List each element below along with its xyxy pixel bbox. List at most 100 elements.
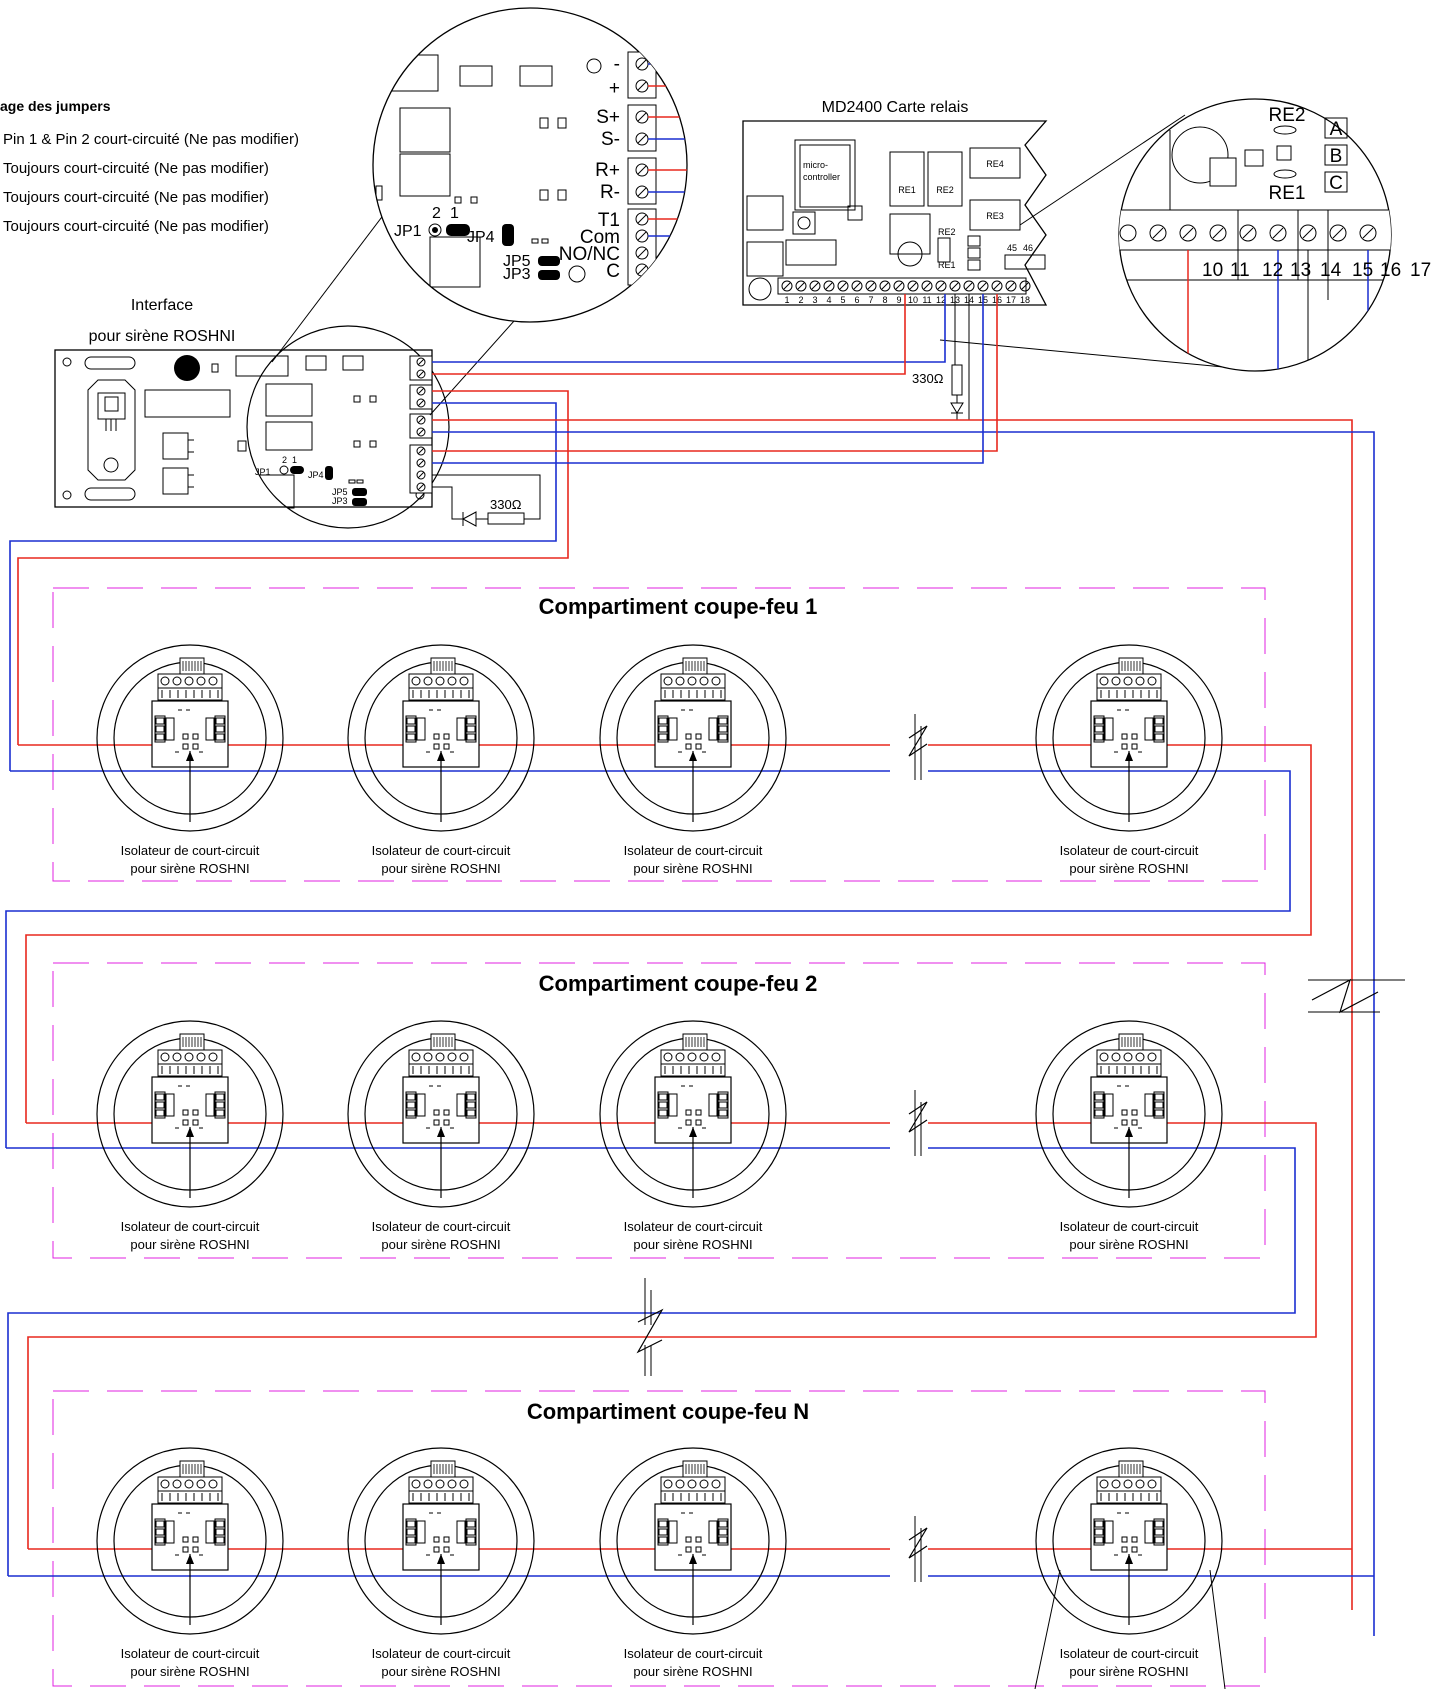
isolator-caption-line2: pour sirène ROSHNI: [633, 1237, 752, 1252]
jumper-legend-title: age des jumpers: [0, 98, 111, 114]
isolator-module: [599, 1447, 787, 1635]
isolator-module: [1035, 1447, 1223, 1635]
term-11: 11: [922, 295, 931, 305]
jumper-line-1: Pin 1 & Pin 2 court-circuité (Ne pas mod…: [3, 131, 299, 148]
jumper-line-3: Toujours court-circuité (Ne pas modifier…: [3, 189, 269, 206]
terminal-screw: [1005, 280, 1017, 292]
terminal-screw: [907, 280, 919, 292]
isolator-caption-line2: pour sirène ROSHNI: [1069, 1237, 1188, 1252]
relay-re3-label: RE3: [986, 211, 1004, 221]
terminal-screw-slot: [783, 282, 791, 290]
term-6: 6: [854, 295, 859, 305]
zi-term-rminus: R-: [600, 182, 620, 203]
isolator-module: [1035, 644, 1223, 832]
zr-a: A: [1330, 119, 1343, 140]
micro-label-1: micro-: [803, 160, 828, 170]
terminal-screw-slot: [825, 282, 833, 290]
term-9: 9: [896, 295, 901, 305]
isolator-caption-line2: pour sirène ROSHNI: [381, 1664, 500, 1679]
relay-re1-label: RE1: [898, 185, 916, 195]
zr-term-14: 14: [1320, 260, 1342, 281]
isolator-caption-line2: pour sirène ROSHNI: [633, 1664, 752, 1679]
isolator-module: [599, 644, 787, 832]
compartment-2: Compartiment coupe-feu 2: [52, 962, 1266, 1259]
break-symbol: [908, 1089, 928, 1157]
term-17: 17: [1006, 295, 1016, 305]
interface-title-line1: Interface: [131, 297, 193, 314]
terminal-screw-slot: [811, 282, 819, 290]
isolator-caption-line1: Isolateur de court-circuit: [372, 1219, 511, 1234]
isolator-caption-line1: Isolateur de court-circuit: [372, 843, 511, 858]
isolator-module: [1035, 1020, 1223, 1208]
zi-jp4: JP4: [467, 229, 495, 246]
isolator-caption-line2: pour sirène ROSHNI: [1069, 1664, 1188, 1679]
isolator-caption-line1: Isolateur de court-circuit: [1060, 1219, 1199, 1234]
terminal-screw: [781, 280, 793, 292]
compartment-2-title: Compartiment coupe-feu 2: [539, 971, 818, 996]
ib-jp5: JP5: [332, 487, 348, 497]
zi-term-com: Com: [580, 227, 620, 248]
long-run-breaks: [636, 978, 1405, 1376]
zr-b: B: [1330, 146, 1343, 167]
terminal-screw-slot: [937, 282, 945, 290]
relay-board-title: MD2400 Carte relais: [822, 99, 969, 116]
terminal-screw-slot: [1021, 282, 1029, 290]
isolator-caption-line2: pour sirène ROSHNI: [130, 861, 249, 876]
term-18: 18: [1020, 295, 1030, 305]
relay-resistor-label: 330Ω: [912, 371, 944, 386]
terminal-screw-slot: [965, 282, 973, 290]
isolator-caption-line1: Isolateur de court-circuit: [1060, 1646, 1199, 1661]
compartment-1: Compartiment coupe-feu 1: [52, 587, 1266, 882]
terminal-screw: [963, 280, 975, 292]
terminal-screw-slot: [1007, 282, 1015, 290]
terminal-screw-slot: [979, 282, 987, 290]
board-wiring: [9, 294, 1375, 1636]
zi-pin2: 2: [432, 205, 441, 222]
isolator-captions: Isolateur de court-circuit pour sirène R…: [121, 843, 1199, 1679]
terminal-screw-slot: [839, 282, 847, 290]
isolator-caption-line1: Isolateur de court-circuit: [624, 843, 763, 858]
break-symbol: [908, 1515, 928, 1583]
isolator-caption-line1: Isolateur de court-circuit: [121, 1646, 260, 1661]
term-7: 7: [868, 295, 873, 305]
isolator-row-n: [96, 1447, 1223, 1635]
zr-term-15: 15: [1352, 260, 1373, 281]
zi-jp1: JP1: [394, 223, 422, 240]
zi-term-minus: -: [614, 54, 620, 75]
isolator-row-2: [96, 1020, 1223, 1208]
term-46-label: 46: [1023, 243, 1033, 253]
isolator-module: [599, 1020, 787, 1208]
isolator-caption-line1: Isolateur de court-circuit: [624, 1646, 763, 1661]
term-12: 12: [936, 295, 946, 305]
zr-term-11: 11: [1230, 260, 1250, 281]
isolator-caption-line1: Isolateur de court-circuit: [121, 843, 260, 858]
isolator-caption-line2: pour sirène ROSHNI: [130, 1237, 249, 1252]
zi-pin1: 1: [450, 205, 459, 222]
isolator-caption-line1: Isolateur de court-circuit: [372, 1646, 511, 1661]
jumper-line-2: Toujours court-circuité (Ne pas modifier…: [3, 160, 269, 177]
isolator-caption-line1: Isolateur de court-circuit: [624, 1219, 763, 1234]
term-4: 4: [826, 295, 831, 305]
terminal-screw: [823, 280, 835, 292]
term-3: 3: [812, 295, 817, 305]
terminal-screw-slot: [993, 282, 1001, 290]
isolator-module: [347, 644, 535, 832]
term-1: 1: [784, 295, 789, 305]
compartment-n: Compartiment coupe-feu N: [52, 1390, 1266, 1687]
ib-jp3: JP3: [332, 496, 348, 506]
terminal-screw-slot: [881, 282, 889, 290]
zi-term-c: C: [606, 261, 620, 282]
isolator-caption-line1: Isolateur de court-circuit: [121, 1219, 260, 1234]
mini-re2-label: RE2: [938, 227, 956, 237]
zi-jp3: JP3: [503, 266, 531, 283]
term-8: 8: [882, 295, 887, 305]
terminal-screw: [851, 280, 863, 292]
terminal-screw: [1019, 280, 1031, 292]
terminal-screw: [809, 280, 821, 292]
relay-board: MD2400 Carte relais micro- controller RE…: [742, 99, 1048, 421]
isolator-row-1: [96, 644, 1223, 832]
isolator-caption-line2: pour sirène ROSHNI: [381, 1237, 500, 1252]
terminal-screw: [865, 280, 877, 292]
isolator-caption-line2: pour sirène ROSHNI: [1069, 861, 1188, 876]
